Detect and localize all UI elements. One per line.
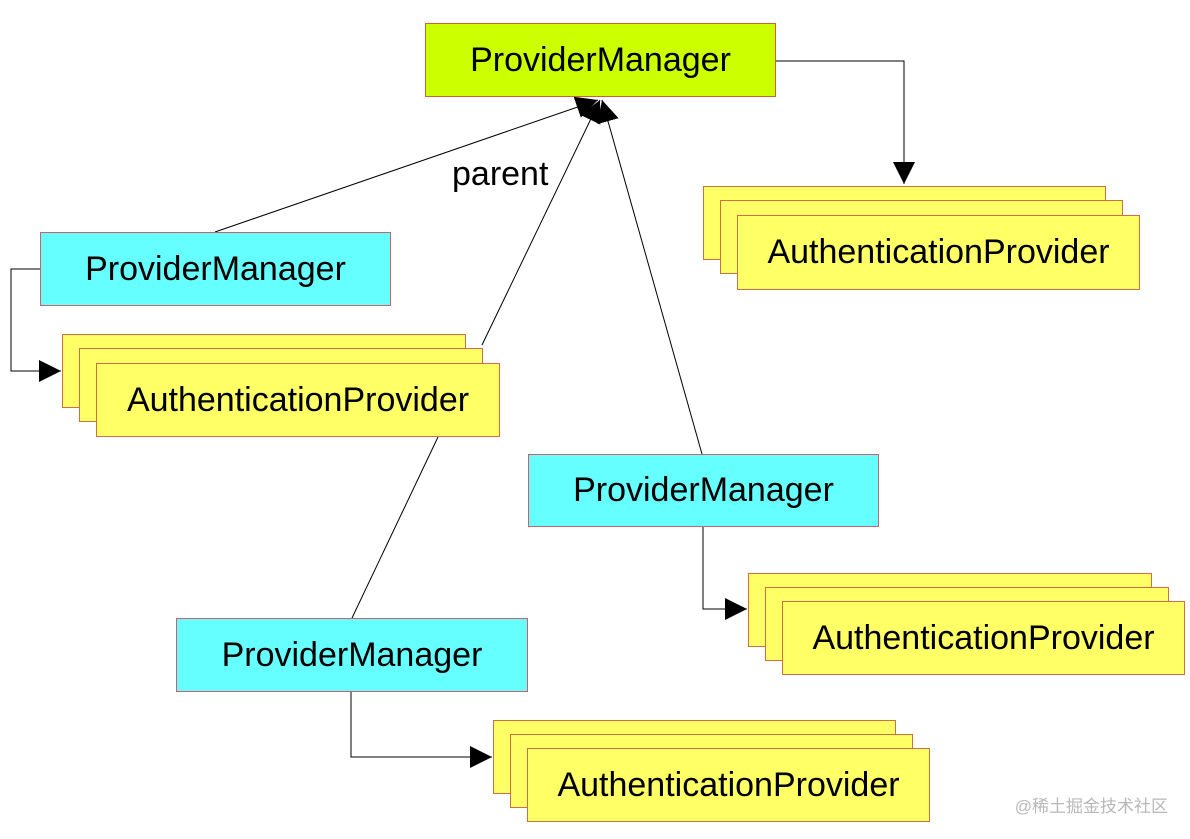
parent-edge-bottom-lower [351, 436, 439, 619]
watermark: @稀土掘金技术社区 [1014, 797, 1168, 816]
provider-stack-root-label: AuthenticationProvider [767, 233, 1110, 271]
provider-stack-root: AuthenticationProvider [737, 215, 1140, 290]
parent-edge-left [214, 96, 599, 233]
middle-provider-manager: ProviderManager [528, 454, 879, 527]
provider-stack-left-label: AuthenticationProvider [126, 380, 470, 419]
left-provider-manager-label: ProviderManager [85, 249, 346, 288]
provider-stack-middle-label: AuthenticationProvider [812, 618, 1155, 657]
left-providers-edge [10, 268, 61, 382]
middle-provider-manager-label: ProviderManager [573, 471, 834, 509]
provider-stack-middle: AuthenticationProvider [782, 601, 1185, 675]
root-provider-manager-label: ProviderManager [470, 40, 731, 79]
middle-providers-edge [702, 527, 747, 620]
bottom-providers-edge [350, 692, 492, 768]
provider-stack-bottom-label: AuthenticationProvider [557, 765, 900, 804]
provider-stack-left: AuthenticationProvider [96, 363, 500, 437]
bottom-provider-manager: ProviderManager [176, 618, 528, 692]
parent-edge-label: parent [452, 155, 549, 193]
bottom-provider-manager-label: ProviderManager [221, 635, 483, 674]
provider-stack-bottom: AuthenticationProvider [527, 748, 930, 822]
parent-edge-bottom-upper [481, 99, 601, 346]
root-providers-edge [776, 60, 915, 184]
root-provider-manager: ProviderManager [425, 23, 776, 97]
left-provider-manager: ProviderManager [40, 232, 391, 306]
parent-edge-middle [597, 99, 703, 455]
